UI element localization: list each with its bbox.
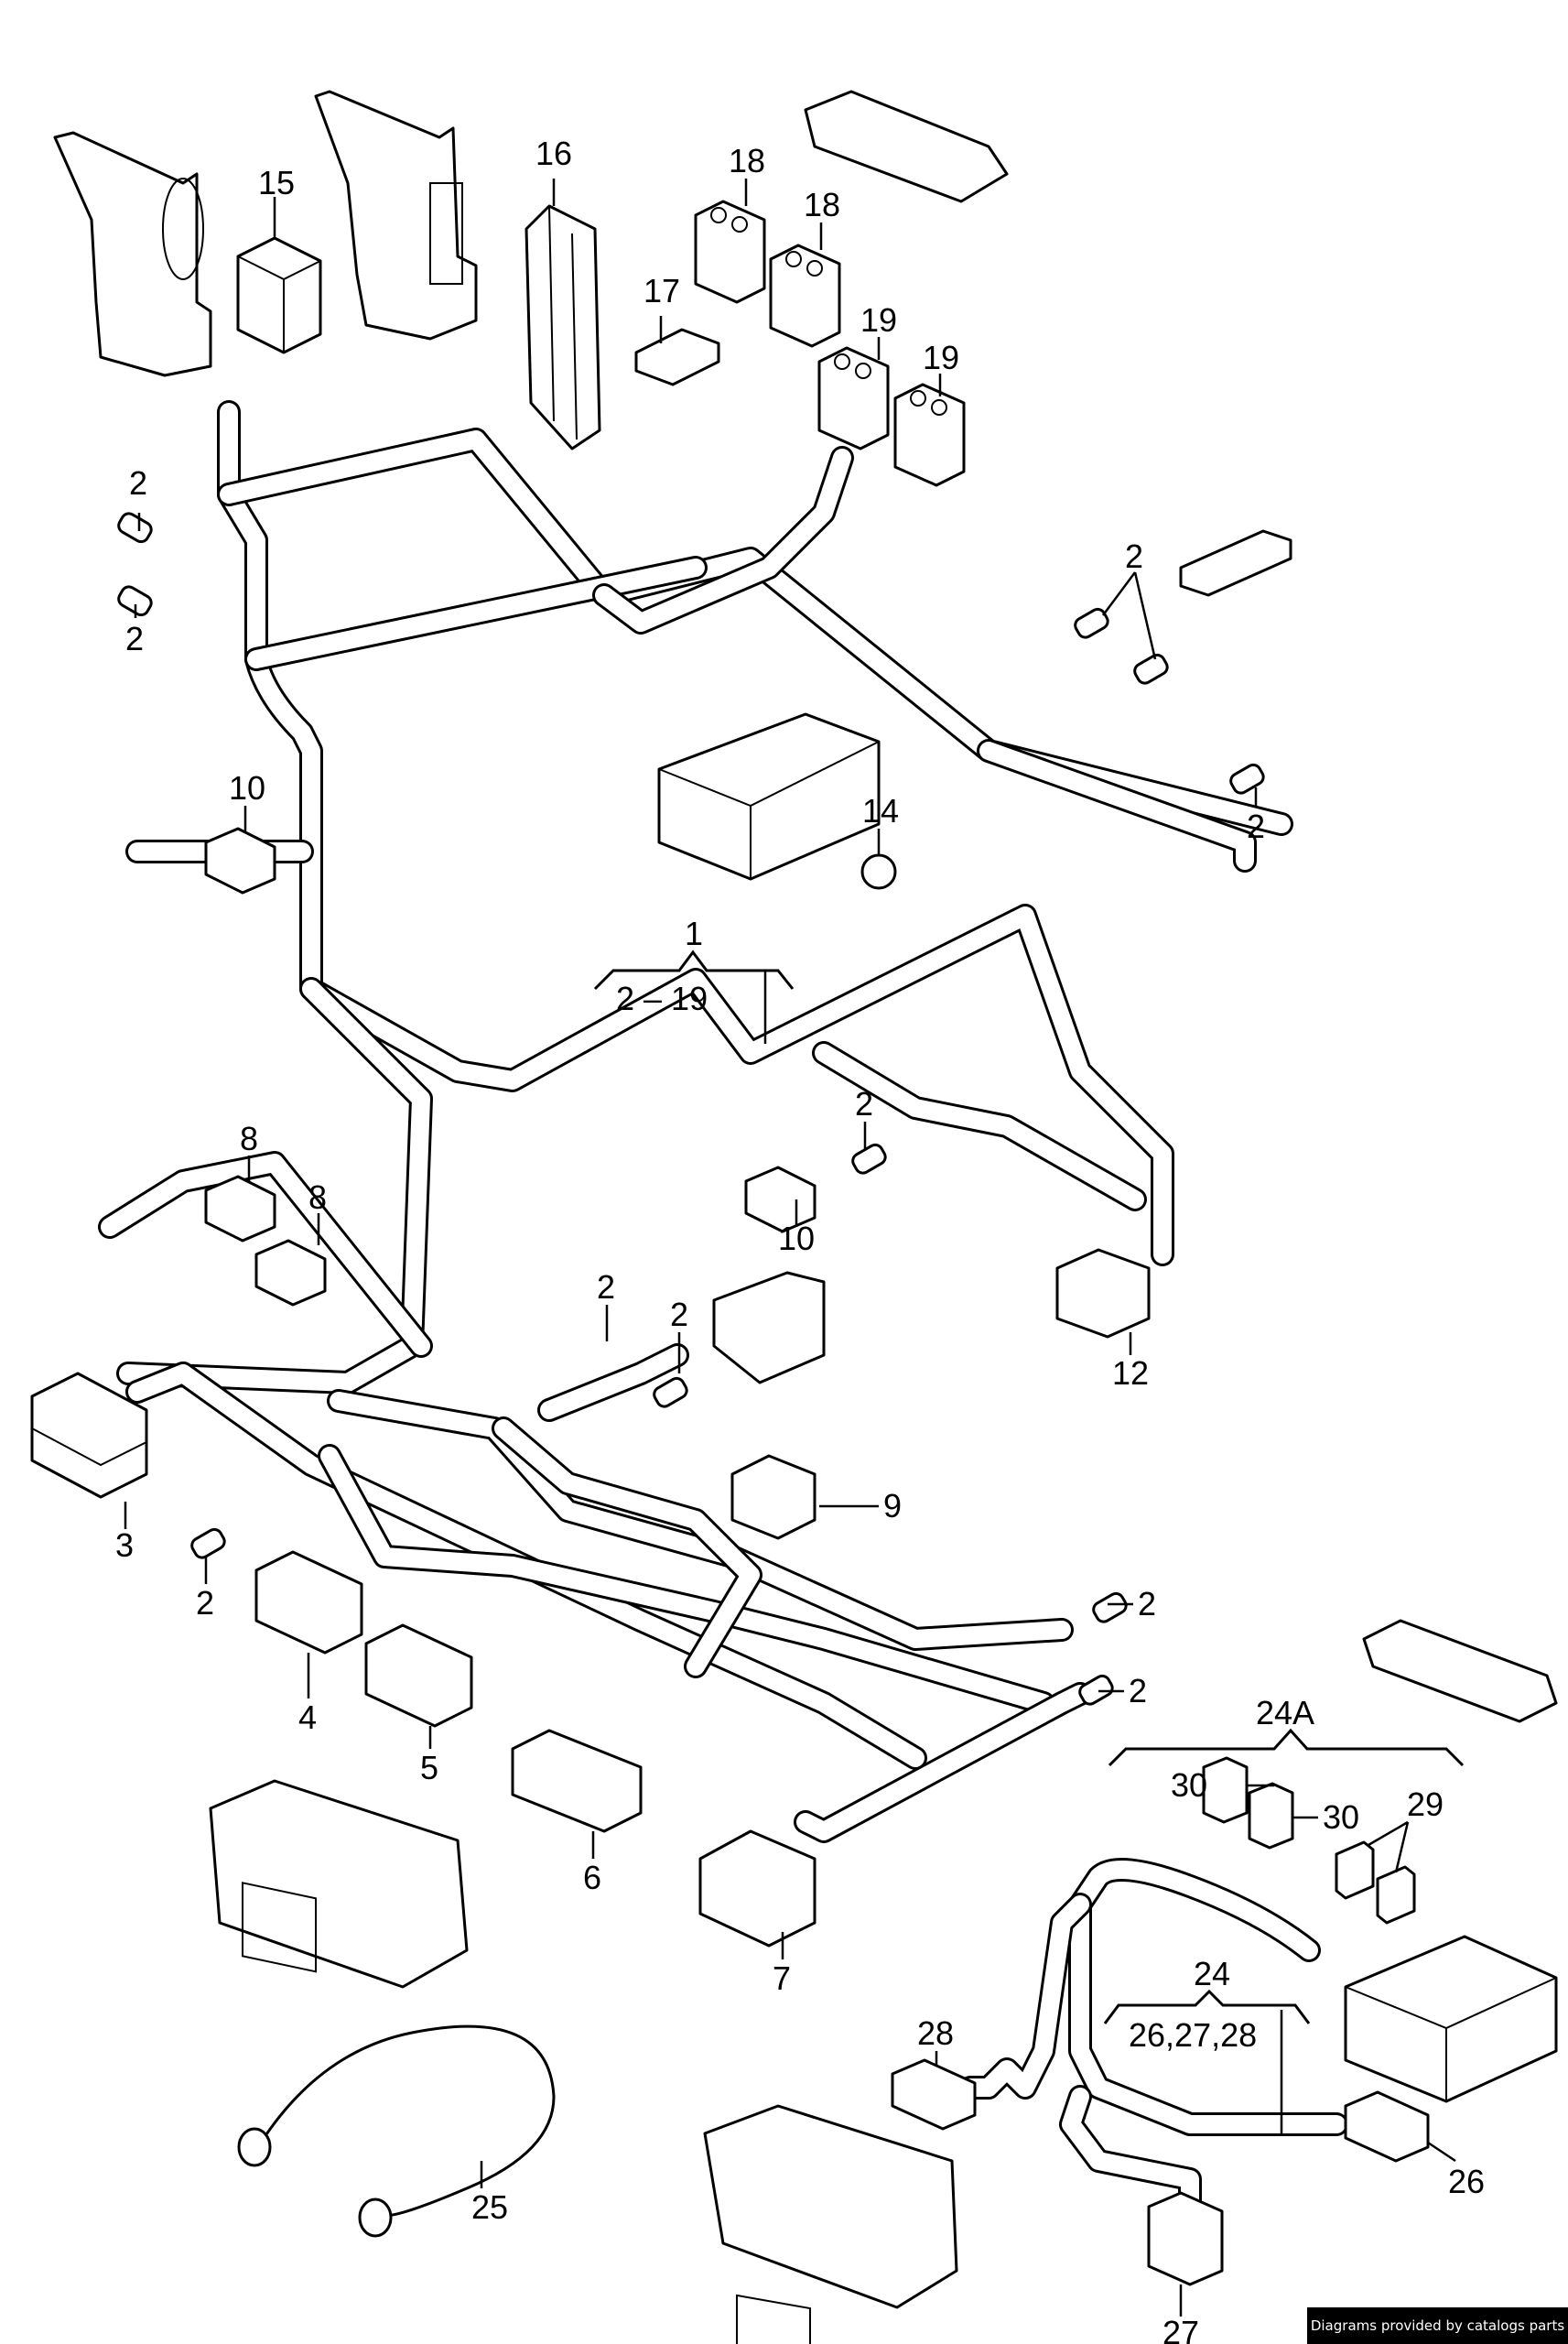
callout-16: 16 — [535, 135, 572, 172]
part-18-fuse-holder-b — [769, 244, 841, 348]
callout-1-range: 2 – 19 — [616, 980, 708, 1017]
callout-27: 27 — [1162, 2314, 1199, 2344]
antenna-module — [1179, 529, 1292, 597]
part-27-connector — [1147, 2191, 1224, 2286]
part-19-fuse-holder-b — [893, 383, 966, 487]
cd-changer-unit — [657, 712, 881, 881]
bracket-module — [712, 1271, 826, 1384]
callout-4: 4 — [298, 1698, 317, 1736]
callout-labels: 15 16 17 18 18 19 19 2 2 2 2 10 14 1 2 –… — [115, 135, 1485, 2344]
callout-2i: 2 — [1138, 1585, 1156, 1622]
trim-panel-right — [314, 90, 478, 341]
callout-2e: 2 — [855, 1085, 873, 1123]
part-17-connector — [634, 328, 720, 386]
callout-8b: 8 — [308, 1178, 327, 1216]
callout-2a: 2 — [129, 464, 147, 502]
callout-18b: 18 — [804, 186, 840, 223]
callout-3: 3 — [115, 1526, 134, 1564]
trim-panel-left — [53, 131, 212, 377]
callout-29: 29 — [1407, 1785, 1444, 1823]
callout-2f: 2 — [597, 1268, 615, 1306]
brace-24 — [1103, 1989, 1311, 2024]
part-26-connector — [1344, 2090, 1430, 2163]
callout-2b: 2 — [125, 620, 144, 657]
navigation-box-lower — [1344, 1935, 1558, 2103]
callout-18a: 18 — [729, 142, 765, 179]
callout-19a: 19 — [860, 301, 897, 339]
callout-25: 25 — [471, 2188, 508, 2226]
control-module-top — [804, 90, 1009, 203]
part-19-fuse-holder-a — [817, 346, 890, 450]
callout-10b: 10 — [778, 1220, 815, 1257]
brace-24A — [1108, 1728, 1465, 1767]
radio-navigation-unit-left — [209, 1779, 469, 1989]
callout-17: 17 — [643, 272, 680, 309]
callout-7: 7 — [773, 1959, 791, 1997]
callout-6: 6 — [583, 1859, 601, 1896]
part-3-multi-connector — [30, 1372, 148, 1499]
watermark-banner: Diagrams provided by catalogs parts — [1307, 2307, 1568, 2344]
part-12-connector — [1055, 1248, 1151, 1339]
callout-12: 12 — [1112, 1354, 1149, 1392]
main-harness — [98, 400, 1293, 1843]
callout-2j: 2 — [1129, 1672, 1147, 1709]
part-16-connector — [524, 204, 601, 450]
part-18-fuse-holder-a — [694, 200, 766, 304]
part-15-connector — [236, 236, 322, 354]
leader-lines — [124, 179, 1456, 2317]
callout-9: 9 — [883, 1487, 902, 1525]
part-6-connector — [511, 1729, 643, 1833]
callout-24-range: 26,27,28 — [1129, 2016, 1257, 2054]
callout-1: 1 — [685, 915, 703, 952]
callout-2d: 2 — [1247, 808, 1265, 845]
callout-28: 28 — [917, 2014, 954, 2052]
part-9-connector — [730, 1454, 816, 1540]
part-25-antenna-cable — [237, 2024, 556, 2238]
callout-8a: 8 — [240, 1120, 258, 1157]
control-module-lower — [1362, 1619, 1558, 1723]
part-14-round-connector — [860, 853, 897, 890]
callout-15: 15 — [258, 164, 295, 201]
callout-19b: 19 — [923, 339, 959, 376]
callout-2c: 2 — [1125, 537, 1143, 575]
part-30-fuse-holders — [1202, 1756, 1294, 1850]
brace-1 — [593, 950, 795, 991]
callout-14: 14 — [862, 792, 899, 830]
callout-24A: 24A — [1256, 1694, 1314, 1731]
callout-30b: 30 — [1323, 1798, 1359, 1836]
part-7-connector — [698, 1829, 816, 1948]
harness-24 — [958, 1858, 1348, 2228]
callout-26: 26 — [1448, 2163, 1485, 2200]
part-8-connectors — [204, 1175, 327, 1307]
callout-2h: 2 — [196, 1584, 214, 1622]
part-5-connector — [364, 1623, 473, 1728]
antenna-plugs — [117, 512, 1265, 1706]
part-10-connector-a — [204, 827, 276, 895]
part-4-connector — [254, 1550, 363, 1655]
callout-10a: 10 — [229, 769, 265, 807]
part-29-relays — [1335, 1840, 1416, 1925]
callout-24: 24 — [1194, 1955, 1230, 1992]
callout-2g: 2 — [670, 1296, 688, 1333]
radio-navigation-unit-lower — [703, 2104, 958, 2344]
part-28-connector — [891, 2058, 977, 2131]
callout-5: 5 — [420, 1749, 438, 1786]
callout-30a: 30 — [1171, 1766, 1207, 1804]
